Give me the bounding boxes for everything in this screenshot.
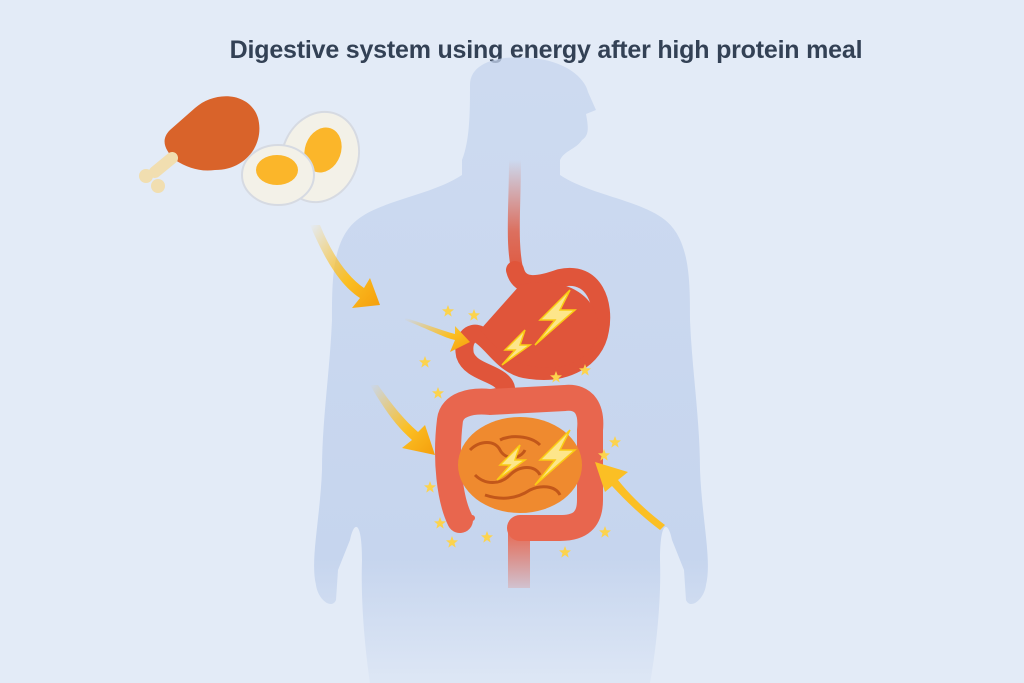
- small-intestine: [458, 417, 582, 513]
- page-title: Digestive system using energy after high…: [229, 36, 863, 64]
- lightning-icon: [496, 289, 577, 486]
- appendix: [458, 502, 475, 523]
- rectum: [508, 528, 530, 588]
- intestine-folds: [468, 435, 562, 500]
- large-intestine: [435, 384, 604, 541]
- chicken-drumstick-icon: [139, 96, 260, 193]
- energy-arrows: [310, 225, 665, 530]
- boiled-egg-icon: [241, 110, 361, 206]
- stomach: [455, 261, 611, 408]
